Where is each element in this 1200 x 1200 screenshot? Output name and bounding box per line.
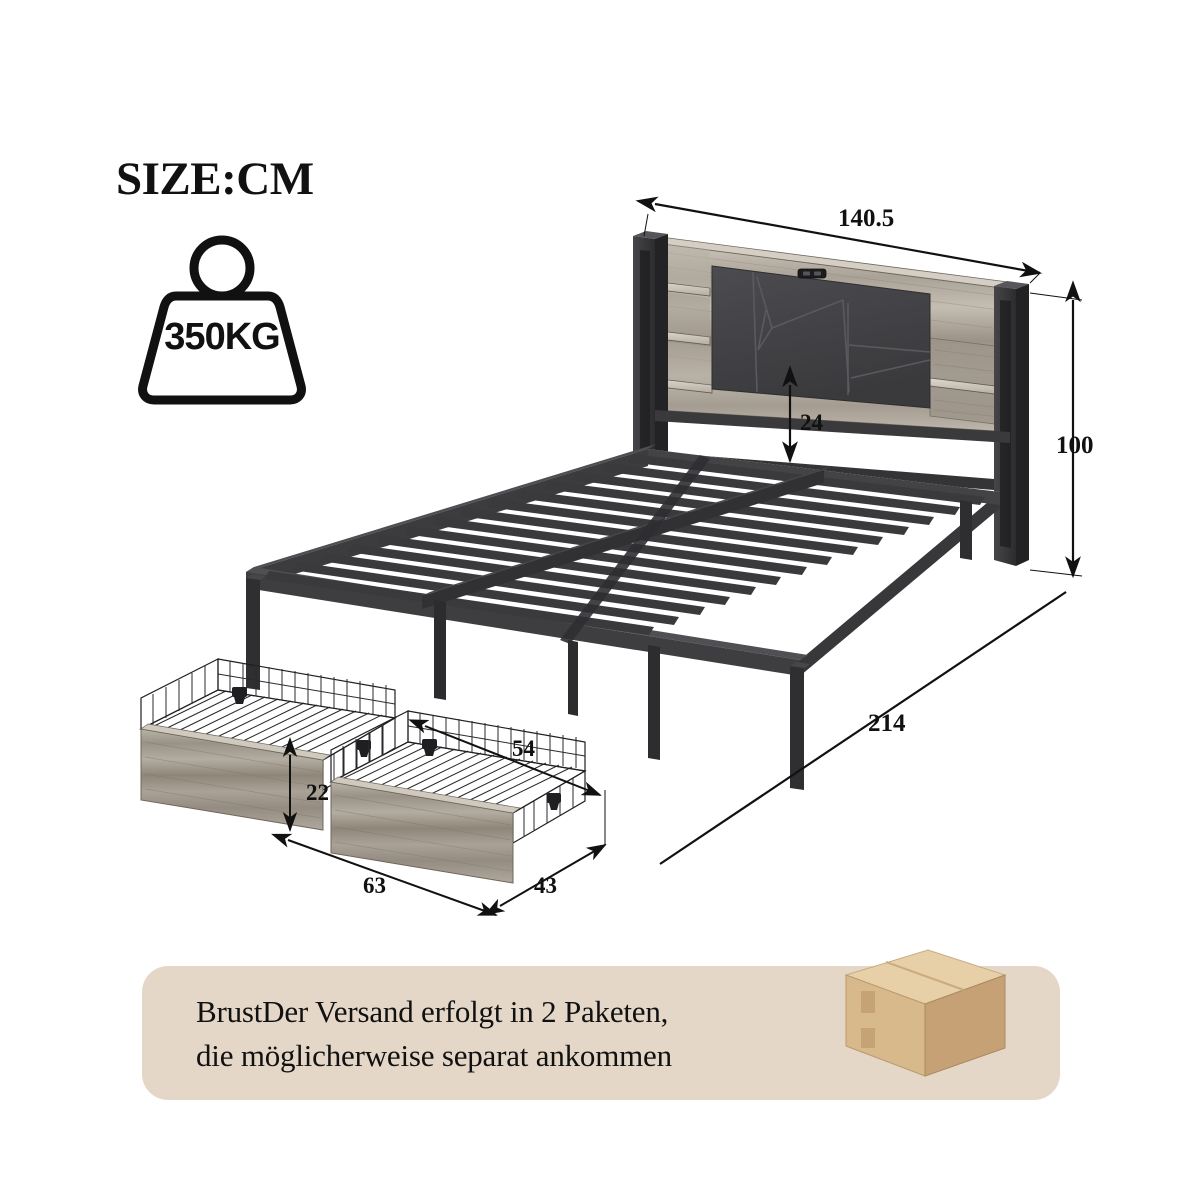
dimension-bed-length bbox=[659, 591, 1067, 865]
dimension-label-bed-width: 140.5 bbox=[838, 205, 895, 232]
center-support-beam bbox=[422, 466, 832, 609]
upholstered-panel bbox=[711, 265, 931, 409]
dimension-drawer-front-width bbox=[271, 833, 498, 916]
dimension-drawer-depth bbox=[484, 790, 607, 916]
dimension-label-bed-height: 100 bbox=[1056, 432, 1094, 459]
weight-capacity-label: 350KG bbox=[164, 316, 280, 358]
page-title: SIZE:CM bbox=[116, 153, 314, 205]
headboard bbox=[633, 231, 1029, 566]
dimension-bed-height bbox=[1029, 280, 1083, 579]
drawer-bracket bbox=[232, 687, 371, 757]
dimension-label-drawer-inner-length: 54 bbox=[512, 736, 535, 761]
dimension-drawer-inner-length bbox=[408, 719, 602, 796]
headboard-right-shelves bbox=[929, 337, 1004, 426]
dimension-label-panel-height: 24 bbox=[800, 410, 823, 435]
dimension-label-drawer-height: 22 bbox=[306, 780, 329, 805]
bed-platform bbox=[246, 444, 1000, 790]
shipping-notice-text: BrustDer Versand erfolgt in 2 Paketen, d… bbox=[196, 990, 836, 1078]
dimension-label-drawer-depth: 43 bbox=[534, 873, 557, 898]
dimension-label-drawer-front-width: 63 bbox=[363, 873, 386, 898]
shipping-notice-line-1: BrustDer Versand erfolgt in 2 Paketen, bbox=[196, 994, 669, 1029]
shipping-notice-line-2: die möglicherweise separat ankommen bbox=[196, 1038, 672, 1074]
dimension-bed-width bbox=[635, 196, 1043, 284]
dimension-label-bed-length: 214 bbox=[868, 710, 906, 737]
platform-legs bbox=[246, 500, 972, 790]
